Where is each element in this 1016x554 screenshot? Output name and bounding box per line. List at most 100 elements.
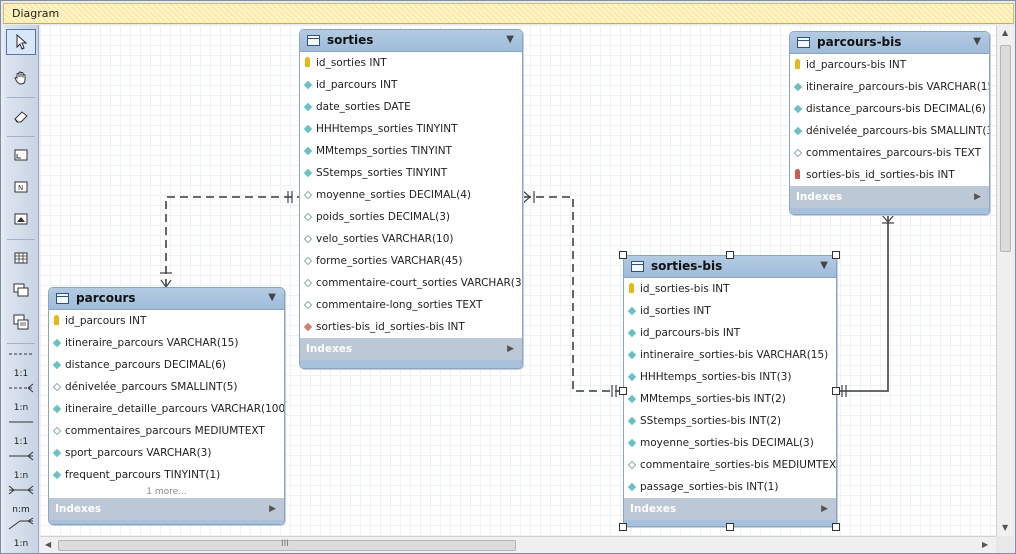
table-name: sorties <box>327 33 373 47</box>
more-columns-link[interactable]: 1 more... <box>49 486 284 498</box>
scroll-right-icon[interactable]: ▶ <box>982 540 988 549</box>
resize-handle[interactable] <box>832 251 840 259</box>
relationship-n-m-tool[interactable]: n:m <box>6 483 36 517</box>
table-column[interactable]: frequent_parcours TINYINT(1) <box>49 464 284 486</box>
table-column[interactable]: id_parcours-bis INT <box>790 54 989 76</box>
expand-arrow-icon[interactable]: ▶ <box>974 186 981 208</box>
table-footer <box>790 208 989 215</box>
table-header[interactable]: parcours ▼ <box>49 288 284 310</box>
not-null-column-icon <box>53 339 61 347</box>
vertical-scrollbar[interactable]: ▲ ▼ <box>996 25 1014 536</box>
collapse-caret-icon[interactable]: ▼ <box>506 34 514 45</box>
resize-handle[interactable] <box>832 523 840 531</box>
table-column[interactable]: poids_sorties DECIMAL(3) <box>300 206 522 228</box>
table-column[interactable]: passage_sorties-bis INT(1) <box>624 476 836 498</box>
table-column[interactable]: sorties-bis_id_sorties-bis INT <box>790 164 989 186</box>
table-column[interactable]: HHHtemps_sorties-bis INT(3) <box>624 366 836 388</box>
table-column[interactable]: commentaire_sorties-bis MEDIUMTEXT <box>624 454 836 476</box>
indexes-section[interactable]: Indexes ▶ <box>300 338 522 360</box>
table-parcours[interactable]: parcours ▼ id_parcours INTitineraire_par… <box>48 287 285 525</box>
diagram-canvas[interactable]: sorties ▼ id_sorties INT id_parcours INT d… <box>40 25 996 536</box>
table-column[interactable]: commentaire-long_sorties TEXT <box>300 294 522 316</box>
table-sorties[interactable]: sorties ▼ id_sorties INT id_parcours INT d… <box>299 29 523 369</box>
table-column[interactable]: itineraire_detaille_parcours VARCHAR(100… <box>49 398 284 420</box>
image-tool-icon[interactable] <box>6 206 36 232</box>
note-tool-icon[interactable]: N <box>6 174 36 200</box>
pointer-tool-icon[interactable] <box>6 29 36 55</box>
table-column[interactable]: velo_sorties VARCHAR(10) <box>300 228 522 250</box>
table-column[interactable]: forme_sorties VARCHAR(45) <box>300 250 522 272</box>
table-column[interactable]: sport_parcours VARCHAR(3) <box>49 442 284 464</box>
nullable-column-icon <box>53 427 61 435</box>
resize-handle[interactable] <box>726 523 734 531</box>
relationship-1-1-non-identifying-tool[interactable]: 1:1 <box>6 347 36 381</box>
resize-handle[interactable] <box>619 251 627 259</box>
indexes-section[interactable]: Indexes ▶ <box>49 498 284 520</box>
table-column[interactable]: id_parcours-bis INT <box>624 322 836 344</box>
column-label: id_parcours INT <box>316 79 397 91</box>
table-header[interactable]: sorties ▼ <box>300 30 522 52</box>
table-column[interactable]: commentaire-court_sorties VARCHAR(30) <box>300 272 522 294</box>
expand-arrow-icon[interactable]: ▶ <box>821 498 828 520</box>
resize-handle[interactable] <box>619 387 627 395</box>
column-label: poids_sorties DECIMAL(3) <box>316 211 450 223</box>
table-column[interactable]: itineraire_parcours-bis VARCHAR(15) <box>790 76 989 98</box>
expand-arrow-icon[interactable]: ▶ <box>507 338 514 360</box>
scroll-down-icon[interactable]: ▼ <box>1002 523 1008 532</box>
layer-tool-icon[interactable] <box>6 142 36 168</box>
table-column[interactable]: distance_parcours DECIMAL(6) <box>49 354 284 376</box>
table-column[interactable]: MMtemps_sorties-bis INT(2) <box>624 388 836 410</box>
table-column[interactable]: SStemps_sorties-bis INT(2) <box>624 410 836 432</box>
relationship-existing-columns-tool[interactable]: 1:n <box>6 517 36 551</box>
indexes-section[interactable]: Indexes ▶ <box>790 186 989 208</box>
collapse-caret-icon[interactable]: ▼ <box>820 260 828 271</box>
table-column[interactable]: intineraire_sorties-bis VARCHAR(15) <box>624 344 836 366</box>
indexes-section[interactable]: Indexes ▶ <box>624 498 836 520</box>
table-column[interactable]: MMtemps_sorties TINYINT <box>300 140 522 162</box>
table-tool-icon[interactable] <box>6 245 36 271</box>
table-column[interactable]: distance_parcours-bis DECIMAL(6) <box>790 98 989 120</box>
scroll-left-icon[interactable]: ◀ <box>45 540 51 549</box>
table-header[interactable]: sorties-bis ▼ <box>624 256 836 278</box>
table-column[interactable]: SStemps_sorties TINYINT <box>300 162 522 184</box>
table-column[interactable]: id_parcours INT <box>300 74 522 96</box>
collapse-caret-icon[interactable]: ▼ <box>268 292 276 303</box>
relationship-1-n-identifying-tool[interactable]: 1:n <box>6 449 36 483</box>
table-column[interactable]: sorties-bis_id_sorties-bis INT <box>300 316 522 338</box>
table-column[interactable]: dénivelée_parcours SMALLINT(5) <box>49 376 284 398</box>
nullable-column-icon <box>304 257 312 265</box>
table-column[interactable]: date_sorties DATE <box>300 96 522 118</box>
table-column[interactable]: id_parcours INT <box>49 310 284 332</box>
table-column[interactable]: id_sorties INT <box>300 52 522 74</box>
table-column[interactable]: HHHtemps_sorties TINYINT <box>300 118 522 140</box>
vertical-scroll-thumb[interactable] <box>1000 45 1011 252</box>
table-column[interactable]: id_sorties-bis INT <box>624 278 836 300</box>
collapse-caret-icon[interactable]: ▼ <box>973 36 981 47</box>
horizontal-scroll-thumb[interactable]: III <box>58 540 516 551</box>
table-column[interactable]: id_sorties INT <box>624 300 836 322</box>
relationship-1-n-non-identifying-tool[interactable]: 1:n <box>6 381 36 415</box>
table-sorties-bis[interactable]: sorties-bis ▼ id_sorties-bis INTid_sorti… <box>623 255 837 527</box>
horizontal-scrollbar[interactable]: ◀ III ▶ <box>40 536 996 553</box>
table-column[interactable]: commentaires_parcours-bis TEXT <box>790 142 989 164</box>
resize-handle[interactable] <box>726 251 734 259</box>
table-column[interactable]: moyenne_sorties-bis DECIMAL(3) <box>624 432 836 454</box>
resize-handle[interactable] <box>832 387 840 395</box>
eraser-tool-icon[interactable] <box>6 103 36 129</box>
resize-handle[interactable] <box>619 523 627 531</box>
table-column[interactable]: moyenne_sorties DECIMAL(4) <box>300 184 522 206</box>
table-column[interactable]: dénivelée_parcours-bis SMALLINT(3) <box>790 120 989 142</box>
foreign-key-icon <box>304 323 312 331</box>
expand-arrow-icon[interactable]: ▶ <box>269 498 276 520</box>
table-column[interactable]: commentaires_parcours MEDIUMTEXT <box>49 420 284 442</box>
hand-tool-icon[interactable] <box>6 65 36 91</box>
relationship-1-1-identifying-tool[interactable]: 1:1 <box>6 415 36 449</box>
not-null-column-icon <box>628 439 636 447</box>
table-parcours-bis[interactable]: parcours-bis ▼ id_parcours-bis INTitiner… <box>789 31 990 215</box>
table-header[interactable]: parcours-bis ▼ <box>790 32 989 54</box>
table-column[interactable]: itineraire_parcours VARCHAR(15) <box>49 332 284 354</box>
view-tool-icon[interactable] <box>6 277 36 303</box>
column-label: commentaires_parcours-bis TEXT <box>806 147 981 159</box>
routine-group-tool-icon[interactable] <box>6 309 36 335</box>
scroll-up-icon[interactable]: ▲ <box>1002 28 1008 37</box>
